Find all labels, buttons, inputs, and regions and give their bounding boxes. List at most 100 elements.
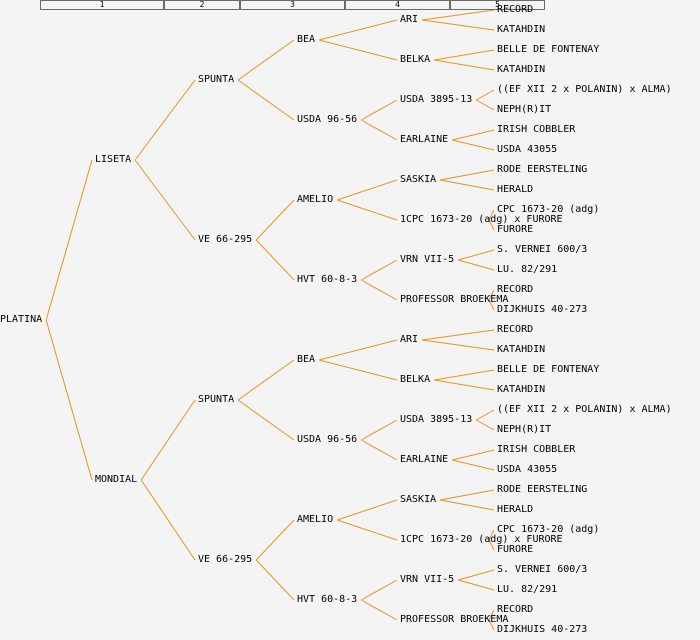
pedigree-node[interactable]: NEPH(R)IT <box>497 424 552 435</box>
connector-line <box>318 39 398 61</box>
connector-line <box>475 89 495 101</box>
pedigree-node[interactable]: EARLAINE <box>400 454 449 465</box>
connector-line <box>360 259 398 281</box>
pedigree-node[interactable]: MONDIAL <box>95 474 138 485</box>
pedigree-node[interactable]: USDA 3895-13 <box>400 414 473 425</box>
connector-line <box>360 599 398 621</box>
pedigree-node[interactable]: CPC 1673-20 (adg) <box>497 204 600 215</box>
pedigree-node[interactable]: RODE EERSTELING <box>497 484 588 495</box>
pedigree-node[interactable]: EARLAINE <box>400 134 449 145</box>
connector-line <box>237 79 295 121</box>
pedigree-node[interactable]: S. VERNEI 600/3 <box>497 244 588 255</box>
pedigree-node[interactable]: RECORD <box>497 324 534 335</box>
connector-line <box>488 299 495 311</box>
connector-line <box>360 579 398 601</box>
pedigree-node[interactable]: KATAHDIN <box>497 64 546 75</box>
pedigree-node[interactable]: DIJKHUIS 40-273 <box>497 304 588 315</box>
connector-line <box>237 39 295 81</box>
pedigree-node[interactable]: LU. 82/291 <box>497 584 558 595</box>
pedigree-node[interactable]: ((EF XII 2 x POLANIN) x ALMA) <box>497 84 672 95</box>
pedigree-node[interactable]: S. VERNEI 600/3 <box>497 564 588 575</box>
pedigree-node[interactable]: USDA 96-56 <box>297 434 358 445</box>
pedigree-node[interactable]: BELKA <box>400 54 431 65</box>
connector-line <box>458 249 495 261</box>
pedigree-node[interactable]: PROFESSOR BROEKEMA <box>400 294 509 305</box>
pedigree-node[interactable]: ARI <box>400 14 419 25</box>
pedigree-node[interactable]: USDA 43055 <box>497 144 558 155</box>
pedigree-node[interactable]: USDA 96-56 <box>297 114 358 125</box>
pedigree-node[interactable]: BELLE DE FONTENAY <box>497 44 600 55</box>
generation-header-5: 5 <box>450 0 545 10</box>
pedigree-node[interactable]: 1CPC 1673-20 (adg) x FURORE <box>400 214 563 225</box>
connector-line <box>488 619 495 631</box>
pedigree-node[interactable]: CPC 1673-20 (adg) <box>497 524 600 535</box>
pedigree-node[interactable]: IRISH COBBLER <box>497 124 576 135</box>
connector-line <box>255 559 295 601</box>
connector-line <box>434 49 495 61</box>
pedigree-node[interactable]: BEA <box>297 354 316 365</box>
connector-line <box>336 519 398 541</box>
pedigree-node[interactable]: LISETA <box>95 154 132 165</box>
connector-line <box>134 159 196 241</box>
connector-line <box>488 539 495 551</box>
connector-line <box>488 609 495 621</box>
pedigree-node[interactable]: KATAHDIN <box>497 24 546 35</box>
connector-line <box>421 339 495 351</box>
pedigree-node[interactable]: KATAHDIN <box>497 384 546 395</box>
generation-header-3: 3 <box>240 0 345 10</box>
pedigree-node[interactable]: BELLE DE FONTENAY <box>497 364 600 375</box>
pedigree-node[interactable]: HVT 60-8-3 <box>297 594 358 605</box>
pedigree-node[interactable]: RECORD <box>497 284 534 295</box>
generation-header-2: 2 <box>164 0 240 10</box>
connector-line <box>318 359 398 381</box>
pedigree-node[interactable]: AMELIO <box>297 194 334 205</box>
pedigree-node[interactable]: SPUNTA <box>198 394 235 405</box>
pedigree-node[interactable]: RODE EERSTELING <box>497 164 588 175</box>
pedigree-node[interactable]: RECORD <box>497 604 534 615</box>
pedigree-node[interactable]: RECORD <box>497 4 534 15</box>
pedigree-node[interactable]: ((EF XII 2 x POLANIN) x ALMA) <box>497 404 672 415</box>
connector-line <box>488 289 495 301</box>
connector-line <box>440 179 495 191</box>
connector-line <box>434 379 495 391</box>
pedigree-node[interactable]: USDA 3895-13 <box>400 94 473 105</box>
pedigree-node[interactable]: HVT 60-8-3 <box>297 274 358 285</box>
pedigree-node[interactable]: VRN VII-5 <box>400 254 455 265</box>
pedigree-node[interactable]: AMELIO <box>297 514 334 525</box>
connector-line <box>440 489 495 501</box>
pedigree-node[interactable]: HERALD <box>497 184 534 195</box>
pedigree-node[interactable]: VE 66-295 <box>198 234 253 245</box>
pedigree-node[interactable]: SPUNTA <box>198 74 235 85</box>
connector-line <box>336 199 398 221</box>
pedigree-node[interactable]: SASKIA <box>400 174 437 185</box>
connector-line <box>440 499 495 511</box>
pedigree-node[interactable]: LU. 82/291 <box>497 264 558 275</box>
pedigree-node[interactable]: VE 66-295 <box>198 554 253 565</box>
connector-line <box>421 329 495 341</box>
pedigree-node[interactable]: BELKA <box>400 374 431 385</box>
connector-line <box>452 129 495 141</box>
connector-line <box>45 319 93 481</box>
pedigree-node[interactable]: ARI <box>400 334 419 345</box>
connector-line <box>318 339 398 361</box>
connector-line <box>475 99 495 111</box>
connector-line <box>475 419 495 431</box>
pedigree-node[interactable]: FURORE <box>497 544 534 555</box>
pedigree-node[interactable]: PLATINA <box>0 314 43 325</box>
pedigree-node[interactable]: BEA <box>297 34 316 45</box>
pedigree-node[interactable]: PROFESSOR BROEKEMA <box>400 614 509 625</box>
connector-line <box>318 19 398 41</box>
pedigree-node[interactable]: VRN VII-5 <box>400 574 455 585</box>
pedigree-node[interactable]: DIJKHUIS 40-273 <box>497 624 588 635</box>
generation-header-1: 1 <box>40 0 164 10</box>
pedigree-node[interactable]: FURORE <box>497 224 534 235</box>
pedigree-node[interactable]: HERALD <box>497 504 534 515</box>
pedigree-node[interactable]: KATAHDIN <box>497 344 546 355</box>
connector-line <box>488 209 495 221</box>
pedigree-node[interactable]: USDA 43055 <box>497 464 558 475</box>
connector-line <box>134 79 196 161</box>
pedigree-node[interactable]: NEPH(R)IT <box>497 104 552 115</box>
pedigree-node[interactable]: SASKIA <box>400 494 437 505</box>
pedigree-node[interactable]: IRISH COBBLER <box>497 444 576 455</box>
pedigree-node[interactable]: 1CPC 1673-20 (adg) x FURORE <box>400 534 563 545</box>
